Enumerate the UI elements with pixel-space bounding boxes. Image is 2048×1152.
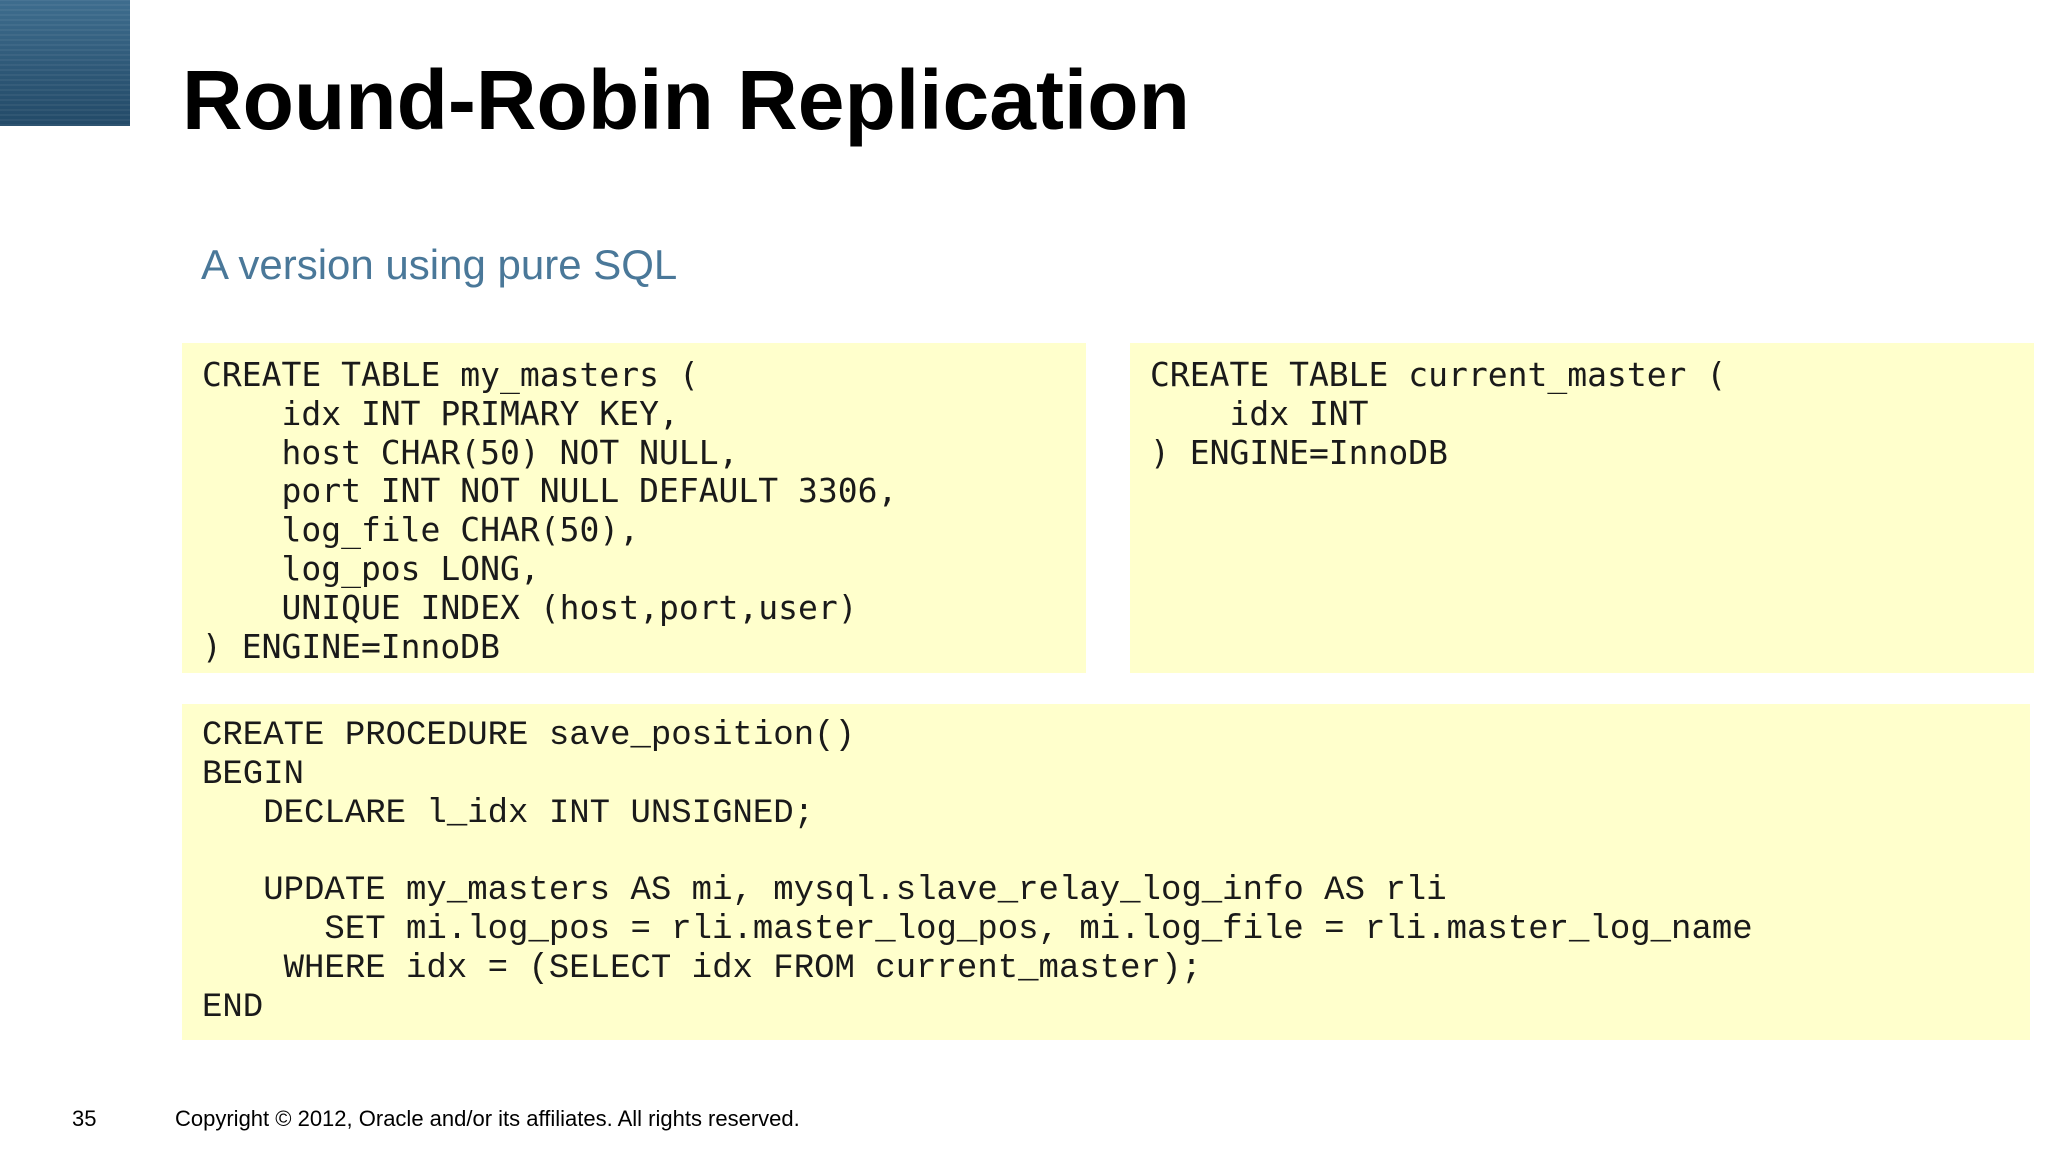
code-text-my-masters-table: CREATE TABLE my_masters ( idx INT PRIMAR… <box>202 355 898 666</box>
slide-title: Round-Robin Replication <box>182 53 1190 147</box>
slide-subtitle: A version using pure SQL <box>201 241 678 288</box>
code-block-current-master-table: CREATE TABLE current_master ( idx INT ) … <box>1130 343 2034 673</box>
corner-accent-block <box>0 0 130 126</box>
copyright-notice: Copyright © 2012, Oracle and/or its affi… <box>175 1106 800 1131</box>
code-text-current-master-table: CREATE TABLE current_master ( idx INT ) … <box>1150 355 1727 472</box>
code-text-save-position-procedure: CREATE PROCEDURE save_position() BEGIN D… <box>202 717 1753 1027</box>
page-number: 35 <box>72 1106 97 1131</box>
code-block-save-position-procedure: CREATE PROCEDURE save_position() BEGIN D… <box>182 704 2030 1040</box>
code-block-my-masters-table: CREATE TABLE my_masters ( idx INT PRIMAR… <box>182 343 1086 673</box>
